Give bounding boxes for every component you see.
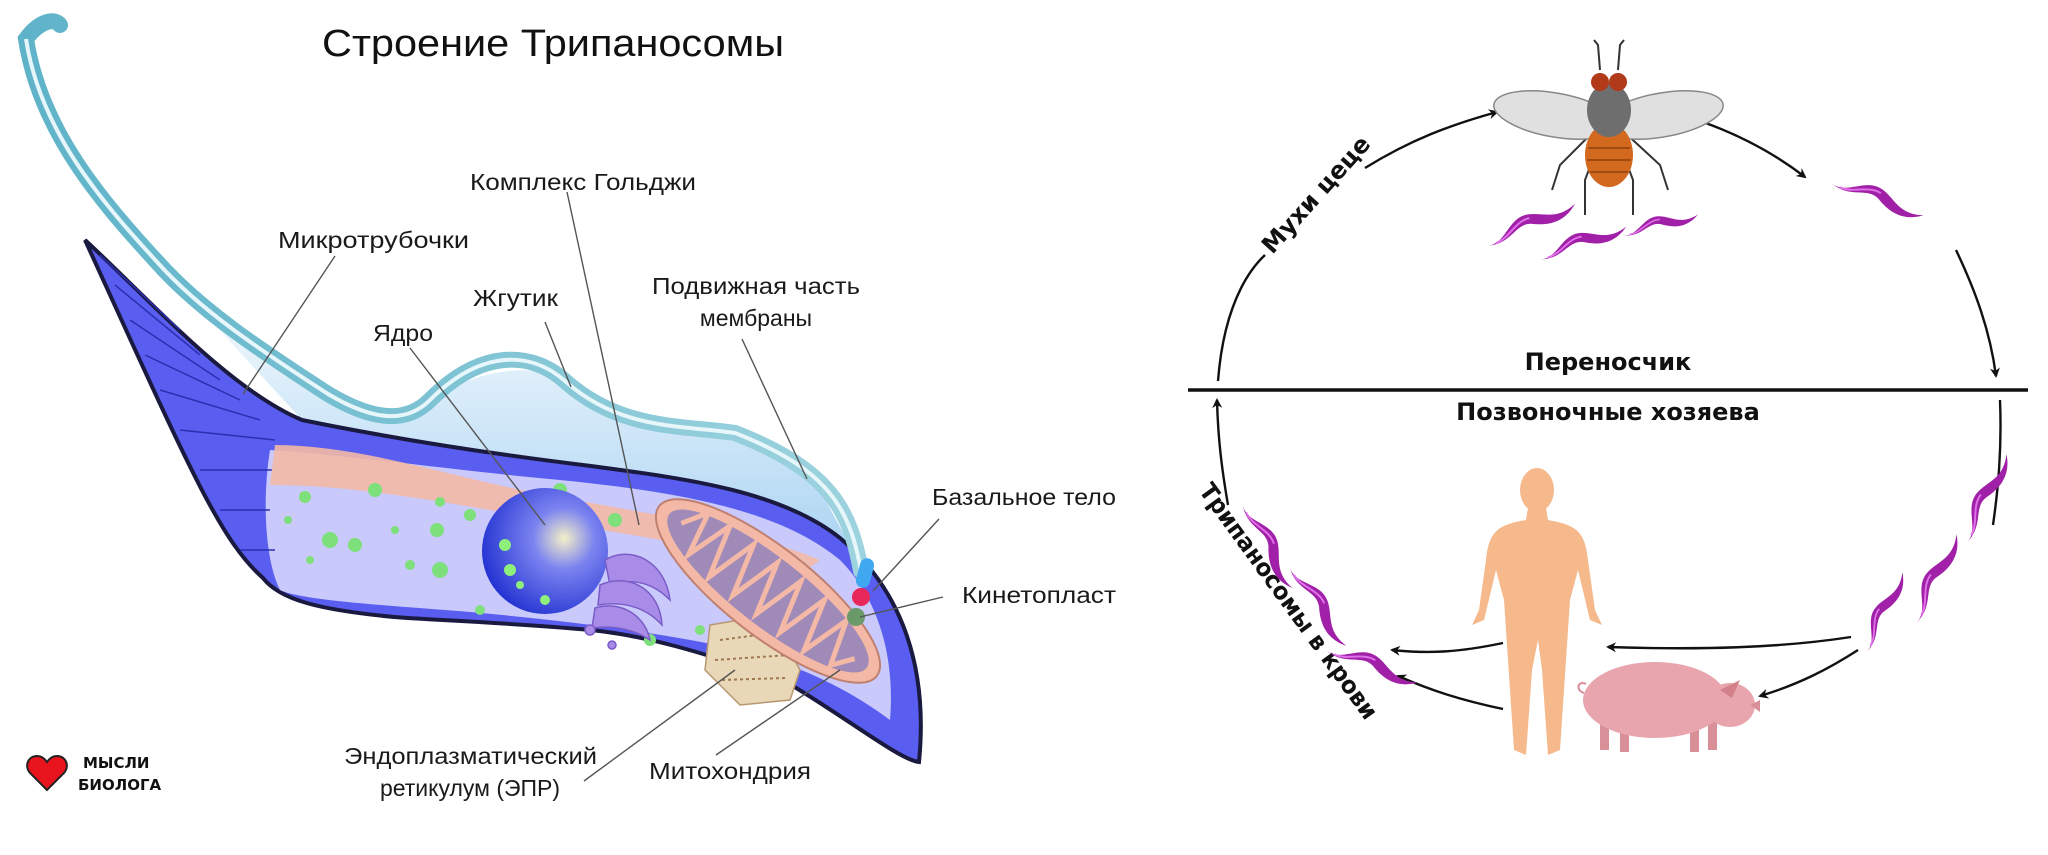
label-flagellum: Жгутик (473, 285, 559, 311)
trypanosome (1481, 196, 1580, 248)
heart-icon (26, 754, 68, 792)
arrow-to-human (1606, 635, 1852, 653)
arrow-down-right (1954, 249, 2000, 378)
kinetoplast (847, 608, 865, 626)
tsetse-label: Мухи цеце (1256, 130, 1376, 259)
blood-trypanosomes-label: Трипаносомы в крови (1193, 478, 1383, 725)
label-kinetoplast: Кинетопласт (962, 582, 1117, 608)
flagellum-highlight (24, 38, 863, 572)
label-nucleus: Ядро (373, 320, 433, 346)
logo: МЫСЛИ БИОЛОГА (26, 754, 162, 794)
logo-line2: БИОЛОГА (78, 776, 162, 794)
trypanosomes (1240, 167, 2018, 694)
trypanosome (1951, 449, 2018, 544)
tsetse-fly-illustration (1493, 39, 1724, 215)
vesicles (284, 483, 748, 676)
label-mitochondria: Митохондрия (649, 758, 811, 784)
golgi-complex (584, 553, 672, 650)
arrow-human-to-blood-1 (1390, 641, 1504, 656)
arrow-to-fly (1216, 112, 1497, 382)
arrow-human-to-blood-2 (1396, 674, 1504, 711)
label-basal-body: Базальное тело (932, 484, 1116, 510)
pig-illustration (1577, 662, 1760, 752)
label-er-line2: ретикулум (ЭПР) (380, 775, 560, 801)
arc-right-lower (1991, 399, 2002, 526)
hosts-label: Позвоночные хозяева (1456, 398, 1760, 426)
human-silhouette (1472, 468, 1602, 755)
label-microtubules: Микротрубочки (278, 227, 469, 253)
trypanosome (1901, 529, 1968, 624)
cycle-arrows (1212, 112, 2002, 711)
life-cycle-diagram: Переносчик Позвоночные хозяева Мухи цеце… (1188, 39, 2028, 755)
label-membrane-line2: мембраны (700, 305, 812, 331)
logo-line1: МЫСЛИ (83, 754, 150, 772)
nucleus-dots (499, 539, 550, 605)
mitochondrion (654, 498, 882, 684)
trypanosome-structure-diagram: Строение Трипаносомы (17, 13, 1117, 801)
nucleus (482, 488, 608, 614)
basal-body-capsule (855, 558, 875, 588)
trypanosome (1853, 568, 1913, 654)
trypanosome (1535, 219, 1630, 262)
arrow-up-left (1212, 398, 1230, 506)
label-er-line1: Эндоплазматический (344, 743, 597, 769)
undulating-membrane (158, 263, 861, 571)
arrow-to-pig (1758, 648, 1859, 699)
diagram-title: Строение Трипаносомы (322, 23, 784, 65)
trypanosome (1830, 167, 1928, 227)
label-membrane-line1: Подвижная часть (652, 273, 860, 299)
label-golgi: Комплекс Гольджи (470, 169, 696, 195)
basal-body (852, 588, 870, 606)
microtubules (99, 254, 276, 551)
leader-lines (242, 191, 944, 782)
vector-label: Переносчик (1525, 348, 1692, 376)
